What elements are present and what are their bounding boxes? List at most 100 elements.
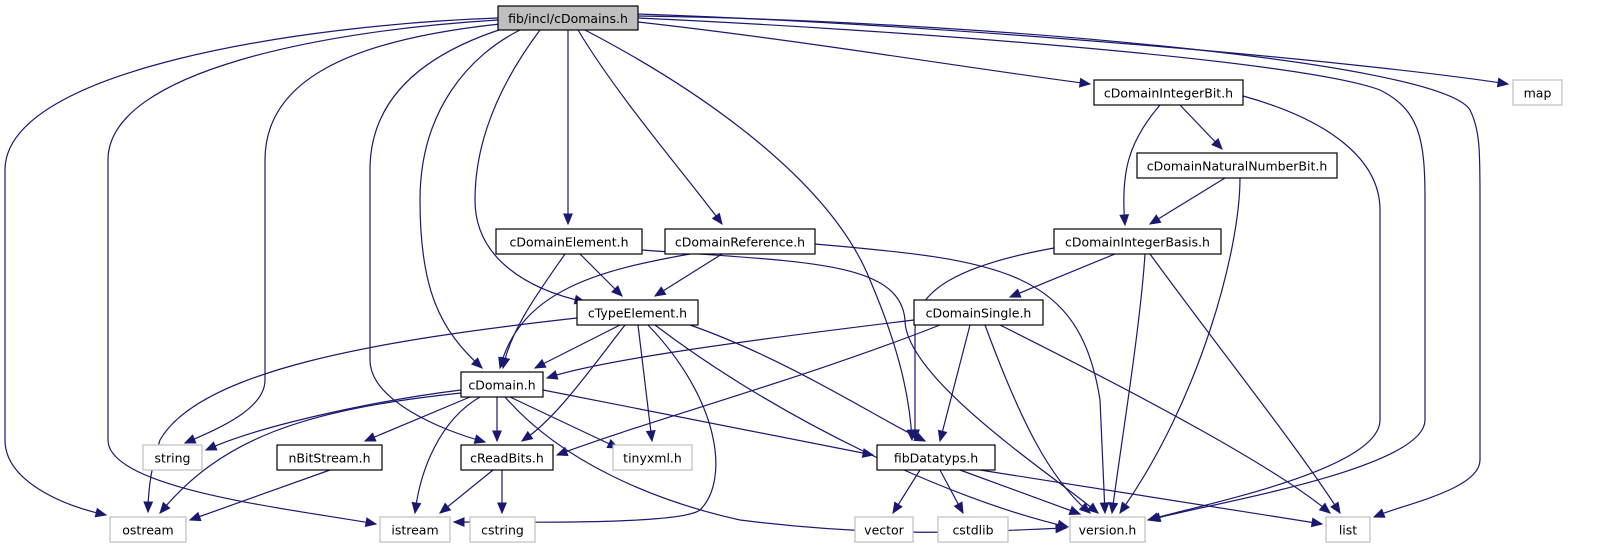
edge-cDomainIntegerBit-to-version bbox=[1146, 95, 1381, 523]
node-cDomainIntegerBasis[interactable]: cDomainIntegerBasis.h bbox=[1053, 228, 1222, 255]
arrowhead-icon bbox=[653, 286, 667, 297]
edge-cDomainIntegerBit-to-cDomainNaturalNumberBit bbox=[1179, 104, 1223, 150]
arrowhead-icon bbox=[498, 356, 508, 370]
edge-cDomainNaturalNumberBit-to-cDomainIntegerBasis bbox=[1148, 177, 1226, 225]
node-label: cDomainElement.h bbox=[509, 235, 628, 250]
edge-line bbox=[1119, 177, 1241, 514]
arrowhead-icon bbox=[913, 431, 927, 442]
node-box bbox=[576, 299, 699, 326]
edge-cDomainSingle-to-list bbox=[999, 324, 1331, 514]
edge-cReadBits-to-cstring bbox=[497, 470, 507, 515]
edge-root-to-cDomain bbox=[419, 29, 521, 369]
edge-line bbox=[4, 17, 499, 516]
node-label: cDomain.h bbox=[468, 378, 535, 393]
node-box bbox=[913, 299, 1044, 326]
edge-line bbox=[999, 324, 1331, 514]
node-label: cDomainIntegerBit.h bbox=[1104, 86, 1233, 101]
node-root[interactable]: fib/incl/cDomains.h bbox=[497, 5, 639, 31]
arrowhead-icon bbox=[1496, 77, 1510, 88]
edge-line bbox=[814, 243, 1106, 514]
edge-line bbox=[637, 324, 653, 442]
node-box bbox=[142, 444, 203, 471]
node-label: tinyxml.h bbox=[623, 451, 682, 466]
edge-line bbox=[107, 19, 499, 525]
arrowhead-icon bbox=[497, 502, 507, 515]
node-cReadBits[interactable]: cReadBits.h bbox=[460, 444, 554, 471]
edge-root-to-ostream bbox=[4, 17, 499, 518]
node-list: list bbox=[1325, 516, 1371, 543]
node-label: nBitStream.h bbox=[289, 451, 371, 466]
arrowhead-icon bbox=[937, 429, 948, 443]
edge-line bbox=[914, 247, 1055, 440]
edge-fibDatatyps-to-list bbox=[979, 469, 1324, 528]
node-cDomainReference[interactable]: cDomainReference.h bbox=[664, 228, 816, 255]
node-label: fibDatatyps.h bbox=[894, 451, 978, 466]
node-cDomain[interactable]: cDomain.h bbox=[460, 371, 544, 398]
arrowhead-icon bbox=[1119, 501, 1131, 515]
edge-root-to-version bbox=[637, 17, 1426, 523]
node-label: cDomainNaturalNumberBit.h bbox=[1147, 159, 1328, 174]
edge-nBitStream-to-ostream bbox=[188, 469, 331, 522]
edge-line bbox=[364, 396, 471, 442]
edge-line bbox=[184, 23, 501, 444]
node-version: version.h bbox=[1069, 516, 1146, 543]
edge-cDomainSingle-to-cReadBits bbox=[555, 324, 941, 456]
arrowhead-icon bbox=[563, 213, 573, 226]
node-box bbox=[379, 516, 451, 543]
node-fibDatatyps[interactable]: fibDatatyps.h bbox=[876, 444, 996, 471]
node-label: vector bbox=[864, 523, 905, 538]
edge-root-to-istream bbox=[107, 19, 499, 528]
node-nBitStream[interactable]: nBitStream.h bbox=[276, 444, 383, 471]
arrowhead-icon bbox=[1055, 523, 1068, 534]
arrowhead-icon bbox=[492, 430, 502, 443]
edge-root-to-string bbox=[183, 23, 501, 444]
node-label: cDomainReference.h bbox=[675, 235, 805, 250]
node-string: string bbox=[142, 444, 203, 471]
node-label: fib/incl/cDomains.h bbox=[508, 11, 628, 26]
edges-layer bbox=[4, 13, 1510, 534]
node-box bbox=[460, 371, 544, 398]
edge-cDomainReference-to-cTypeElement bbox=[653, 253, 723, 297]
arrowhead-icon bbox=[645, 429, 656, 443]
node-cDomainNaturalNumberBit[interactable]: cDomainNaturalNumberBit.h bbox=[1136, 152, 1338, 179]
arrowhead-icon bbox=[861, 448, 875, 458]
edge-line bbox=[577, 29, 723, 225]
node-tinyxml: tinyxml.h bbox=[612, 444, 693, 471]
node-cDomainIntegerBit[interactable]: cDomainIntegerBit.h bbox=[1093, 79, 1244, 106]
edge-cDomainReference-to-version bbox=[814, 243, 1110, 515]
edge-root-to-cDomainElement bbox=[563, 30, 573, 226]
edge-cDomain-to-string bbox=[204, 389, 462, 451]
node-cTypeElement[interactable]: cTypeElement.h bbox=[576, 299, 699, 326]
node-cDomainElement[interactable]: cDomainElement.h bbox=[495, 228, 643, 255]
node-box bbox=[854, 516, 914, 543]
node-box bbox=[1325, 516, 1371, 543]
edge-fibDatatyps-to-vector bbox=[892, 469, 921, 515]
arrowhead-icon bbox=[1310, 517, 1324, 528]
arrowhead-icon bbox=[1086, 502, 1099, 514]
arrowhead-icon bbox=[452, 517, 465, 527]
node-box bbox=[1053, 228, 1222, 255]
arrowhead-icon bbox=[364, 517, 378, 528]
edge-cTypeElement-to-istream bbox=[452, 324, 717, 527]
arrowhead-icon bbox=[411, 501, 422, 515]
node-label: cDomainSingle.h bbox=[926, 306, 1032, 321]
edge-line bbox=[1123, 104, 1161, 226]
edge-line bbox=[584, 29, 913, 441]
edge-cTypeElement-to-ostream bbox=[143, 317, 578, 514]
arrowhead-icon bbox=[1372, 508, 1386, 518]
node-box bbox=[612, 444, 693, 471]
edge-cDomainIntegerBasis-to-list bbox=[1149, 253, 1341, 515]
edge-fibDatatyps-to-version bbox=[959, 469, 1082, 516]
arrowhead-icon bbox=[183, 434, 197, 444]
edge-cDomain-to-cReadBits bbox=[492, 397, 502, 443]
node-box bbox=[109, 516, 187, 543]
edge-line bbox=[637, 13, 1509, 85]
arrowhead-icon bbox=[1119, 214, 1130, 227]
edge-line bbox=[542, 389, 874, 456]
edge-line bbox=[499, 253, 691, 369]
edge-line bbox=[637, 15, 1481, 518]
edge-line bbox=[147, 317, 578, 513]
node-cDomainSingle[interactable]: cDomainSingle.h bbox=[913, 299, 1044, 326]
arrowhead-icon bbox=[892, 501, 903, 515]
edge-cDomainIntegerBasis-to-version bbox=[1108, 253, 1146, 515]
